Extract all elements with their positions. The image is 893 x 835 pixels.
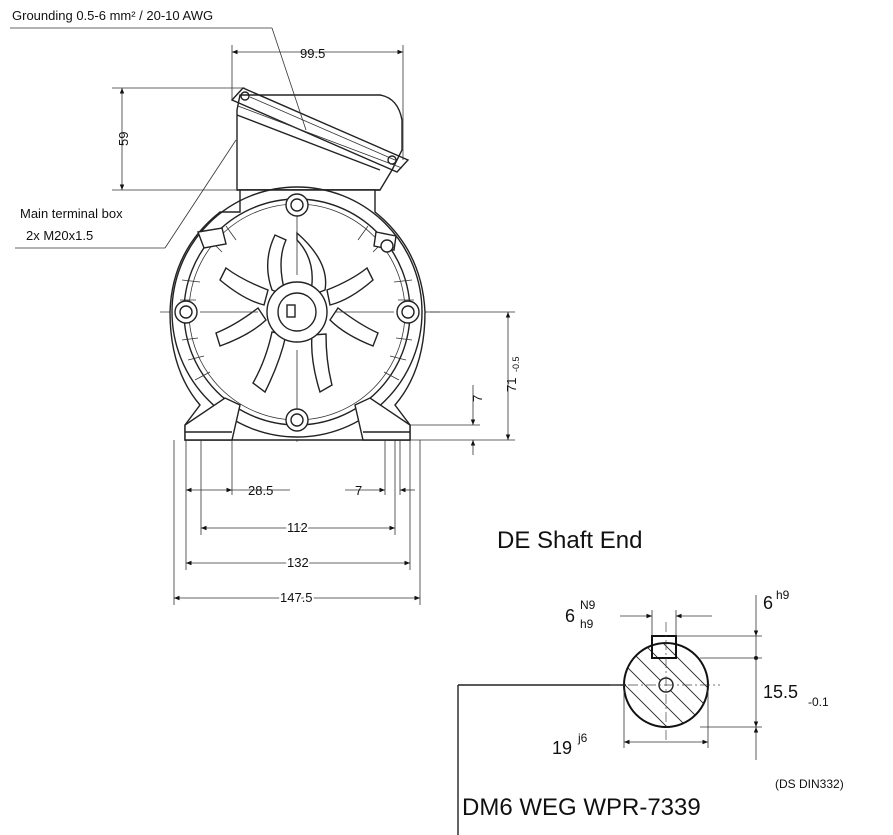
- key-depth-value: 15.5: [763, 682, 798, 702]
- dim-112: 112: [287, 520, 308, 535]
- terminal-box-thread-label: 2x M20x1.5: [26, 228, 93, 243]
- dim-71: 71: [504, 378, 519, 392]
- standard-label: (DS DIN332): [775, 777, 844, 791]
- mounting-lugs: [174, 193, 420, 432]
- dim-132: 132: [287, 555, 309, 570]
- dim-foot-thickness: 7: [470, 395, 485, 402]
- dim-7-foot: 7: [355, 483, 362, 498]
- dim-99-5: 99.5: [300, 46, 325, 61]
- shaft-diameter-value: 19: [552, 738, 572, 758]
- shaft-end-detail: [457, 595, 762, 835]
- shaft-hatching: [624, 643, 708, 727]
- dim-147-5: 147.5: [280, 590, 313, 605]
- grounding-label: Grounding 0.5-6 mm² / 20-10 AWG: [12, 8, 213, 23]
- key-depth-tol: -0.1: [808, 695, 829, 709]
- drawing-id: DM6 WEG WPR-7339: [462, 794, 701, 821]
- key-width-tol-top: N9: [580, 598, 596, 612]
- terminal-box-label: Main terminal box: [20, 206, 123, 221]
- shaft-hub: [266, 281, 328, 343]
- motor-front-view: [160, 87, 440, 445]
- fan-blades: [200, 214, 394, 410]
- key-width-value: 6: [565, 606, 575, 626]
- shaft-diameter-tol: j6: [577, 731, 588, 745]
- dim-59: 59: [116, 132, 131, 146]
- motor-feet: [184, 397, 411, 441]
- shaft-end-title: DE Shaft End: [497, 527, 642, 554]
- key-height-tol: h9: [776, 588, 790, 602]
- key-height-value: 6: [763, 593, 773, 613]
- dim-71-tol: -0.5: [511, 356, 521, 372]
- motor-dimensions: 99.5 59 7 71 -0.5 28.5: [10, 27, 521, 607]
- dim-28-5: 28.5: [248, 483, 273, 498]
- key-width-tol-bottom: h9: [580, 617, 594, 631]
- terminal-box: [230, 87, 410, 191]
